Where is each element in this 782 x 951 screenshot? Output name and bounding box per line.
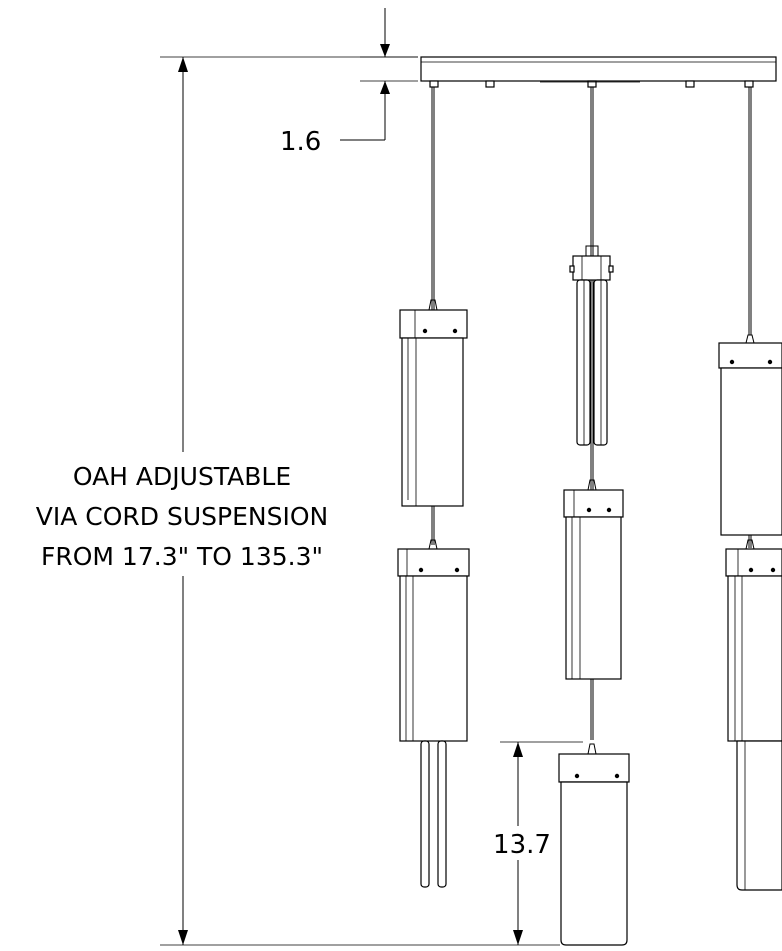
pendant-left-lower	[397, 539, 470, 888]
pendant-center-middle	[563, 479, 624, 680]
pendant-right-lower	[725, 539, 782, 891]
pendant-center-upper	[569, 245, 614, 446]
pendant-right-upper	[718, 334, 782, 536]
oah-label-line3: FROM 17.3" TO 135.3"	[41, 542, 323, 571]
pendant-center-lower	[558, 743, 630, 946]
pendant-height-label: 13.7	[493, 830, 551, 860]
pendant-left-upper	[399, 299, 468, 507]
canopy-height-dimension	[340, 8, 418, 141]
oah-label-line1: OAH ADJUSTABLE	[73, 462, 291, 491]
canopy-height-label: 1.6	[280, 127, 321, 157]
oah-label-line2: VIA CORD SUSPENSION	[36, 502, 328, 531]
overall-height-label-block: OAH ADJUSTABLE VIA CORD SUSPENSION FROM …	[4, 452, 360, 576]
pendant-height-dimension	[492, 741, 583, 945]
canopy	[420, 56, 777, 88]
